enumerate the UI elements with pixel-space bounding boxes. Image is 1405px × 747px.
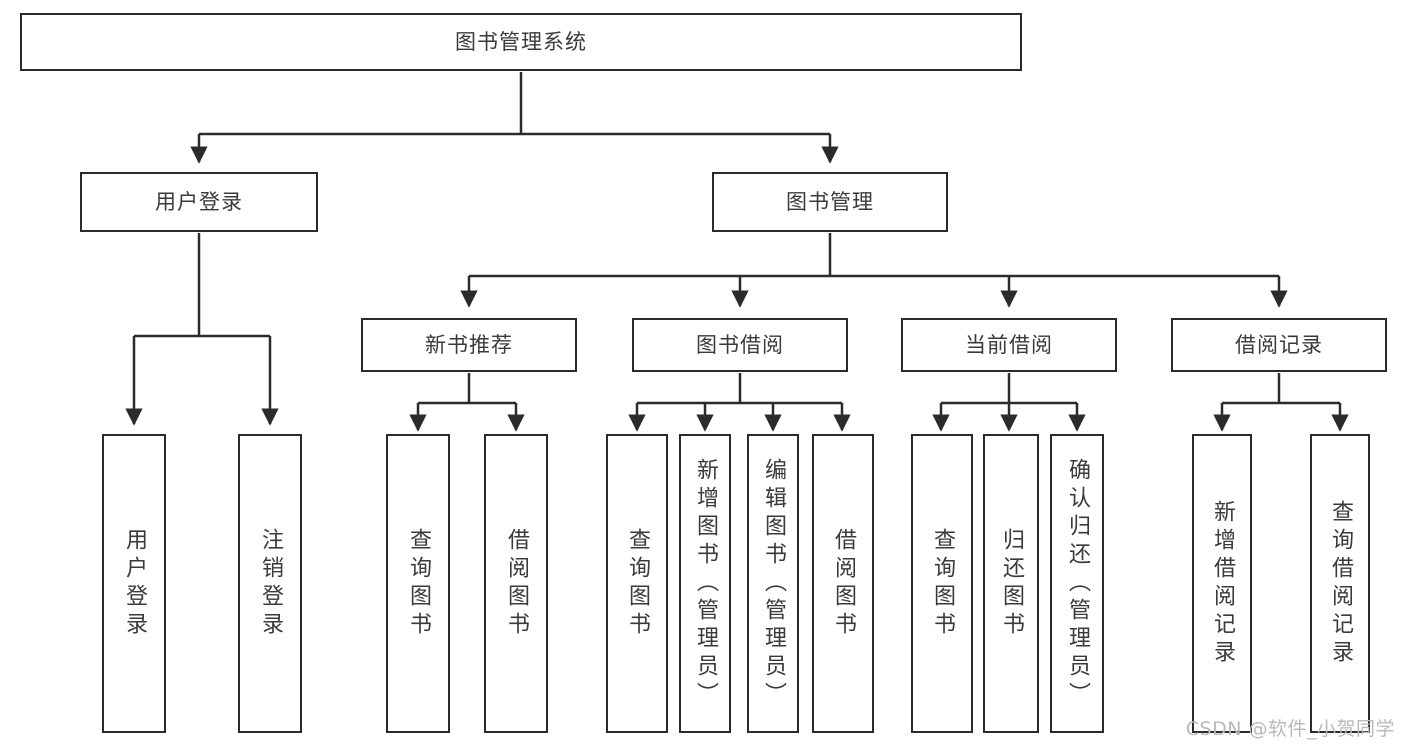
node-label: 图书管理系统 [455,29,587,54]
node-label: 借阅图书 [831,527,856,640]
node-label: 用户登录 [122,527,147,640]
node-label: 新增借阅记录 [1210,499,1235,668]
leaf-user-login-logout[interactable]: 注销登录 [238,434,302,733]
leaf-borrow-record-query[interactable]: 查询借阅记录 [1310,434,1370,733]
node-label: 确认归还（管理员） [1065,457,1090,710]
node-book-management[interactable]: 图书管理 [712,172,948,232]
node-label: 查询图书 [930,527,955,640]
node-label: 查询借阅记录 [1328,499,1353,668]
node-label: 新增图书（管理员） [693,457,718,710]
leaf-borrow-record-add[interactable]: 新增借阅记录 [1192,434,1252,733]
node-new-book-recommend[interactable]: 新书推荐 [361,318,577,372]
node-label: 用户登录 [155,189,243,214]
node-label: 当前借阅 [965,332,1053,357]
node-book-borrow[interactable]: 图书借阅 [632,318,848,372]
leaf-new-book-borrow[interactable]: 借阅图书 [484,434,548,733]
node-label: 图书管理 [786,189,874,214]
leaf-new-book-query[interactable]: 查询图书 [386,434,450,733]
leaf-book-borrow-edit-admin[interactable]: 编辑图书（管理员） [747,434,799,733]
node-user-login[interactable]: 用户登录 [80,172,318,232]
node-label: 注销登录 [258,527,283,640]
leaf-current-borrow-confirm-admin[interactable]: 确认归还（管理员） [1050,434,1104,733]
node-label: 图书借阅 [696,332,784,357]
leaf-current-borrow-query[interactable]: 查询图书 [911,434,973,733]
leaf-book-borrow-query[interactable]: 查询图书 [606,434,668,733]
node-label: 归还图书 [999,527,1024,640]
node-current-borrow[interactable]: 当前借阅 [901,318,1117,372]
node-label: 新书推荐 [425,332,513,357]
watermark: CSDN @软件_小贺同学 [1185,718,1395,740]
node-label: 查询图书 [406,527,431,640]
leaf-book-borrow-borrow[interactable]: 借阅图书 [812,434,874,733]
leaf-book-borrow-add-admin[interactable]: 新增图书（管理员） [679,434,731,733]
node-root-book-management-system[interactable]: 图书管理系统 [20,13,1022,71]
node-borrow-record[interactable]: 借阅记录 [1171,318,1387,372]
leaf-user-login-login[interactable]: 用户登录 [102,434,166,733]
node-label: 借阅记录 [1235,332,1323,357]
leaf-current-borrow-return[interactable]: 归还图书 [983,434,1039,733]
node-label: 借阅图书 [504,527,529,640]
node-label: 编辑图书（管理员） [761,457,786,710]
node-label: 查询图书 [625,527,650,640]
